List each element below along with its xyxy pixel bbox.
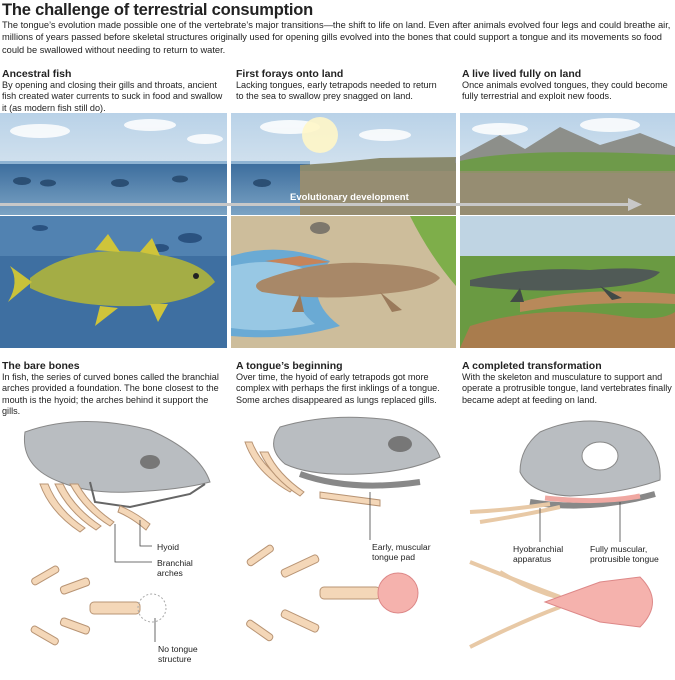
anatomy-heading: The bare bones: [2, 360, 80, 372]
animal-illustrations: [0, 216, 675, 348]
tetrapod-hyoid-bones: [244, 441, 381, 507]
label-tongue-pad: Early, muscular tongue pad: [372, 542, 431, 562]
leader-lines: [114, 492, 621, 642]
anatomy-tongue-beginning: A tongue’s beginning Over time, the hyoi…: [236, 360, 451, 406]
lizard-ventral-bones: [469, 560, 561, 649]
stage-text: Lacking tongues, early tetrapods needed …: [236, 80, 437, 102]
clouds: [10, 118, 640, 144]
skull-illustrations: [23, 416, 661, 649]
anatomy-heading: A completed transformation: [462, 360, 602, 372]
anatomy-text: In fish, the series of curved bones call…: [2, 372, 219, 416]
label-no-tongue: No tongue structure: [158, 644, 198, 664]
label-hyoid: Hyoid: [157, 542, 179, 552]
stage-ancestral-fish: Ancestral fish By opening and closing th…: [2, 68, 227, 114]
lizard-skull: [519, 420, 661, 509]
land-lizard: [470, 268, 660, 302]
stage-text: Once animals evolved tongues, they could…: [462, 80, 668, 102]
stage-first-forays: First forays onto land Lacking tongues, …: [236, 68, 446, 103]
anatomy-drawings: Hyoid Branchial arches No tongue structu…: [0, 412, 675, 680]
protrusible-tongue: [543, 576, 653, 628]
anatomy-heading: A tongue’s beginning: [236, 360, 343, 372]
arrow-label: Evolutionary development: [290, 192, 409, 203]
tongue-pad: [377, 572, 419, 614]
anatomy-text: With the skeleton and musculature to sup…: [462, 372, 672, 405]
animal-scenes: [0, 216, 675, 348]
no-tongue-marker: [137, 593, 167, 623]
stage-fully-on-land: A live lived fully on land Once animals …: [462, 68, 672, 103]
early-tetrapod: [256, 256, 440, 312]
label-protrusible-tongue: Fully muscular, protrusible tongue: [590, 544, 659, 564]
intro-text: The tongue’s evolution made possible one…: [2, 20, 671, 55]
fish-silhouettes: [13, 175, 271, 187]
landscape-strip: Evolutionary development: [0, 113, 675, 215]
fish-branchial-bones: [39, 483, 151, 533]
anatomy-completed: A completed transformation With the skel…: [462, 360, 672, 406]
stage-text: By opening and closing their gills and t…: [2, 80, 223, 113]
fish-skull: [23, 421, 211, 509]
label-branchial-arches: Branchial arches: [157, 558, 193, 578]
lizard-hyobranchial: [469, 502, 561, 524]
page-title: The challenge of terrestrial consumption: [2, 1, 314, 19]
tetrapod-ventral-bones: [246, 544, 381, 642]
stage-heading: First forays onto land: [236, 68, 344, 80]
anatomy-bare-bones: The bare bones In fish, the series of cu…: [2, 360, 227, 417]
label-hyobranchial: Hyobranchial apparatus: [513, 544, 564, 564]
sun: [302, 117, 338, 153]
stage-heading: A live lived fully on land: [462, 68, 582, 80]
tetrapod-skull: [273, 416, 441, 489]
background-fish: [32, 225, 202, 252]
stage-heading: Ancestral fish: [2, 68, 72, 80]
ancestral-fish: [8, 234, 215, 326]
landscape-illustration: [0, 113, 675, 215]
anatomy-text: Over time, the hyoid of early tetrapods …: [236, 372, 440, 405]
fish-ventral-bones: [30, 565, 141, 646]
